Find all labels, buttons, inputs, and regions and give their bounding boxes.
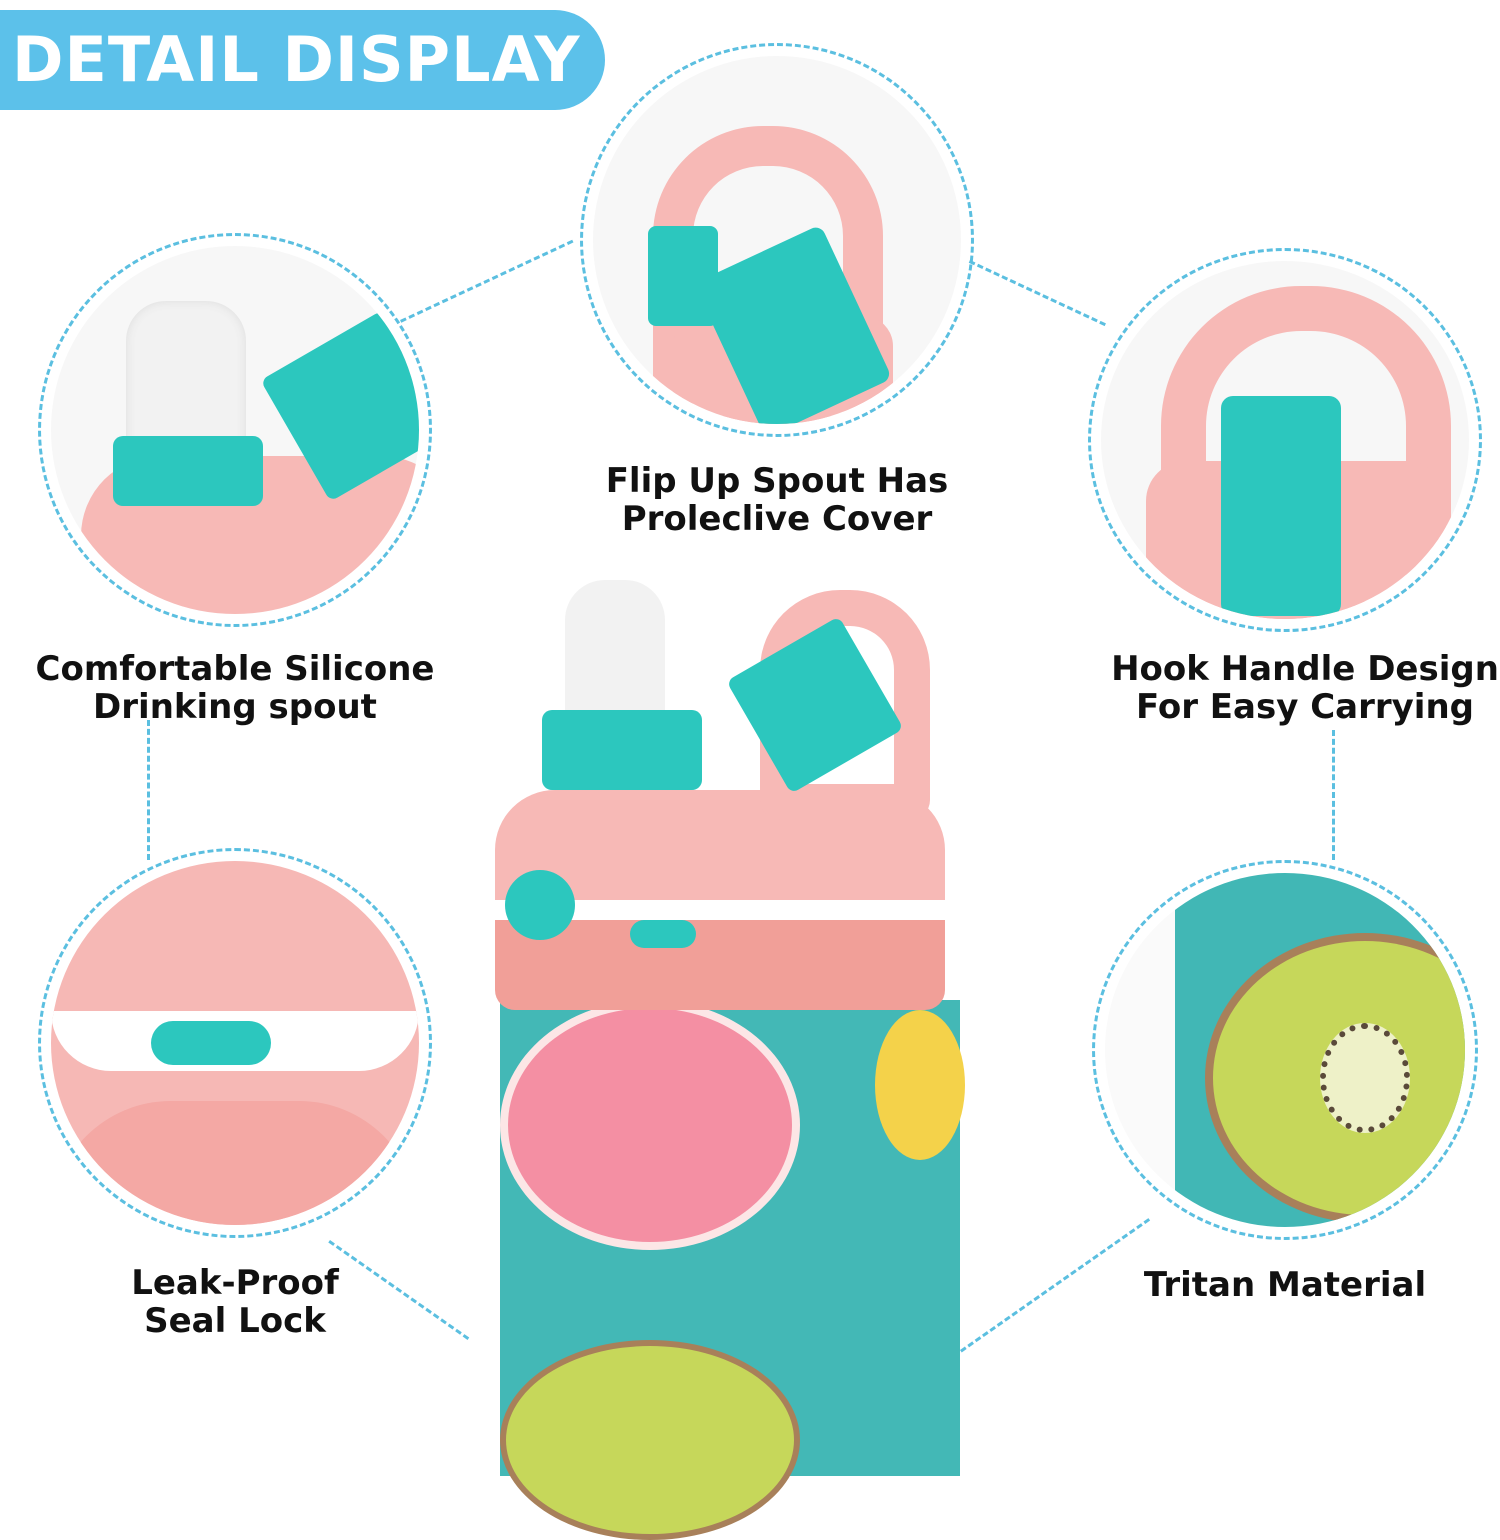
feature-text: Hook Handle Design — [1111, 649, 1499, 689]
detail-circle-seal-lock — [38, 848, 432, 1238]
feature-label-seal-lock: Leak-Proof Seal Lock — [80, 1264, 390, 1340]
detail-circle-tritan-material — [1092, 860, 1478, 1240]
water-bottle-image — [480, 580, 965, 1540]
feature-label-silicone-spout: Comfortable Silicone Drinking spout — [20, 650, 450, 726]
connector-line — [400, 239, 574, 323]
detail-circle-flip-spout — [580, 43, 974, 437]
feature-text: Leak-Proof — [131, 1263, 339, 1303]
detail-display-banner: DETAIL DISPLAY — [0, 10, 605, 110]
connector-line — [968, 260, 1106, 327]
connector-line — [1332, 730, 1335, 860]
feature-text: Comfortable Silicone — [35, 649, 435, 689]
feature-text: Proleclive Cover — [621, 499, 933, 539]
feature-text: For Easy Carrying — [1135, 687, 1474, 727]
feature-text: Drinking spout — [93, 687, 377, 727]
feature-text: Flip Up Spout Has — [605, 461, 949, 501]
feature-text: Seal Lock — [144, 1301, 326, 1341]
detail-circle-silicone-spout — [38, 233, 432, 627]
feature-label-tritan: Tritan Material — [1110, 1266, 1460, 1304]
detail-circle-hook-handle — [1088, 248, 1482, 632]
connector-line — [147, 720, 150, 860]
feature-text: Tritan Material — [1143, 1265, 1427, 1305]
feature-label-flip-spout: Flip Up Spout Has Proleclive Cover — [590, 462, 964, 538]
feature-label-hook-handle: Hook Handle Design For Easy Carrying — [1100, 650, 1500, 726]
